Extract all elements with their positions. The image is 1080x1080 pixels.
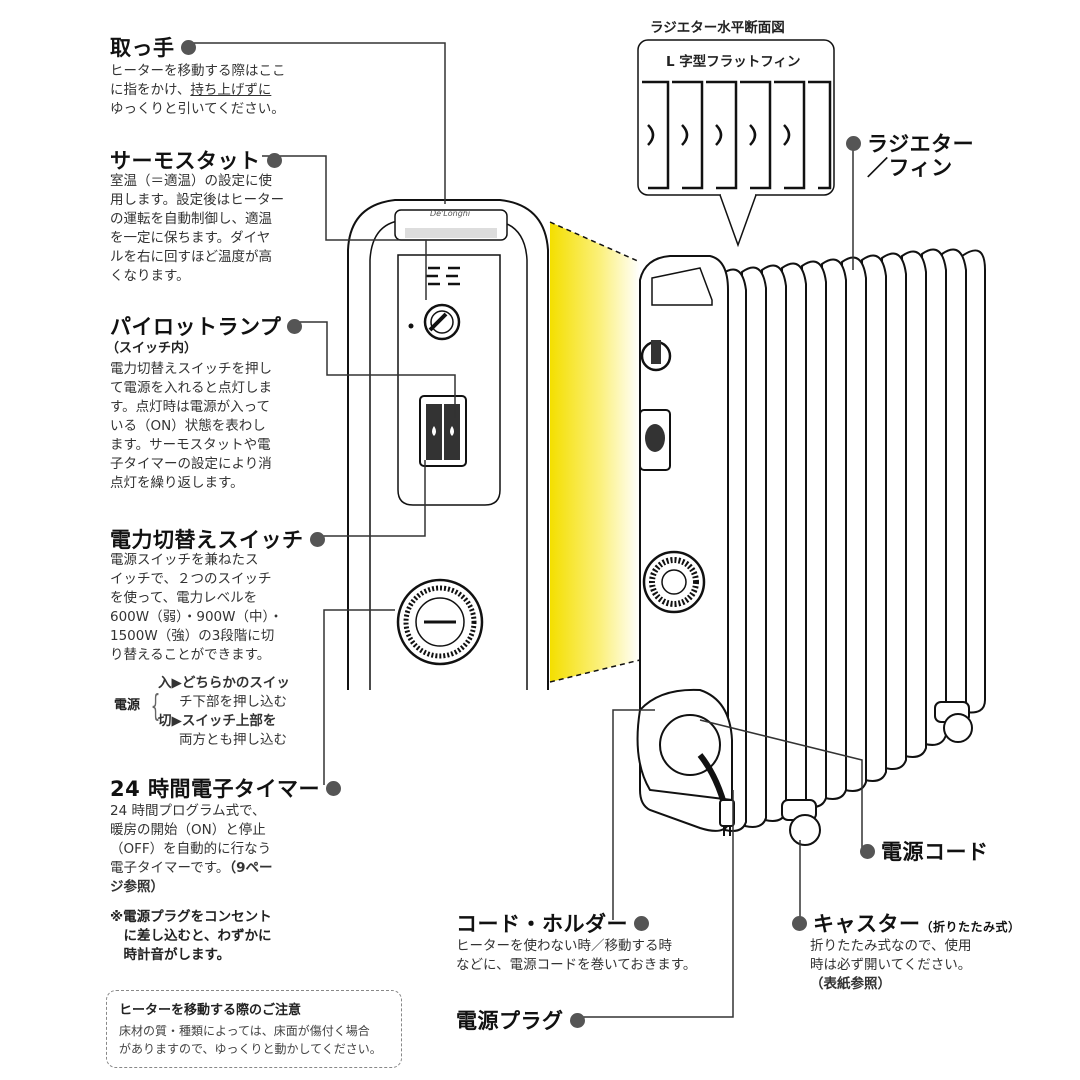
power-cord-title: 電源コード — [860, 836, 989, 866]
pilot-lamp-title: パイロットランプ — [110, 311, 303, 341]
caution-line-2: がありますので、ゆっくりと動かしてください。 — [119, 1042, 382, 1056]
power-switch-title: 電力切替えスイッチ — [110, 524, 325, 554]
leader-lines — [188, 42, 863, 1018]
power-plug-title: 電源プラグ — [456, 1005, 585, 1035]
timer-note: ※電源プラグをコンセント に差し込むと、わずかに 時計音がします。 — [110, 909, 272, 963]
caution-title: ヒーターを移動する際のご注意 — [119, 1003, 302, 1018]
cord-holder-title: コード・ホルダー — [456, 908, 649, 938]
pilot-lamp-subtitle: （スイッチ内） — [106, 341, 198, 356]
callout-dot — [309, 531, 325, 547]
front-panel-closeup — [347, 199, 549, 690]
zoom-highlight — [550, 222, 640, 682]
callout-dot — [569, 1012, 585, 1028]
timer-desc: 24 時間プログラム式で、 暖房の開始（ON）と停止 （OFF）を自動的に行なう… — [110, 803, 273, 895]
pilot-lamp-desc: 電力切替えスイッチを押し て電源を入れると点灯しま す。点灯時は電源が入って い… — [110, 361, 272, 491]
power-on-off-instructions: 入▶どちらかのスイッ チ下部を押し込む 切▶スイッチ上部を 両方とも押し込む — [158, 675, 290, 748]
radiator-fin-title: ラジエター ／フィン — [846, 132, 974, 180]
cross-section-inset — [637, 39, 835, 248]
thermostat-title: サーモスタット — [110, 145, 282, 175]
callout-dot — [266, 152, 282, 168]
callout-dot — [792, 915, 807, 931]
callout-dot — [287, 318, 303, 334]
handle-desc: ヒーターを移動する際はここ に指をかけ、持ち上げずに ゆっくりと引いてください。 — [110, 63, 286, 117]
callout-dot — [860, 843, 875, 859]
brand-logo: De'Longhi — [430, 209, 471, 218]
callout-dot — [634, 915, 649, 931]
callout-dot — [180, 39, 196, 55]
cross-section-title: ラジエター水平断面図 — [650, 20, 785, 36]
power-switch-desc: 電源スイッチを兼ねたス イッチで、２つのスイッチ を使って、電力レベルを 600… — [110, 552, 283, 663]
callout-dot — [846, 135, 861, 151]
brace: { — [150, 689, 161, 724]
heater-body — [636, 248, 986, 846]
cord-holder-desc: ヒーターを使わない時／移動する時 などに、電源コードを巻いておきます。 — [456, 938, 697, 973]
power-label: 電源 — [114, 698, 141, 713]
fin-label: L 字型フラットフィン — [664, 50, 803, 70]
caster-desc: 折りたたみ式なので、使用 時は必ず開いてください。 （表紙参照） — [810, 938, 972, 992]
caster-title: キャスター（折りたたみ式） — [792, 908, 1021, 938]
callout-dot — [326, 780, 342, 796]
timer-title: 24 時間電子タイマー — [110, 773, 342, 803]
caution-line-1: 床材の質・種類によっては、床面が傷付く場合 — [119, 1024, 370, 1038]
caution-box: ヒーターを移動する際のご注意 床材の質・種類によっては、床面が傷付く場合 があり… — [106, 990, 402, 1068]
handle-title: 取っ手 — [110, 32, 196, 62]
thermostat-desc: 室温（＝適温）の設定に使 用します。設定後はヒーター の運転を自動制御し、適温 … — [110, 173, 285, 284]
